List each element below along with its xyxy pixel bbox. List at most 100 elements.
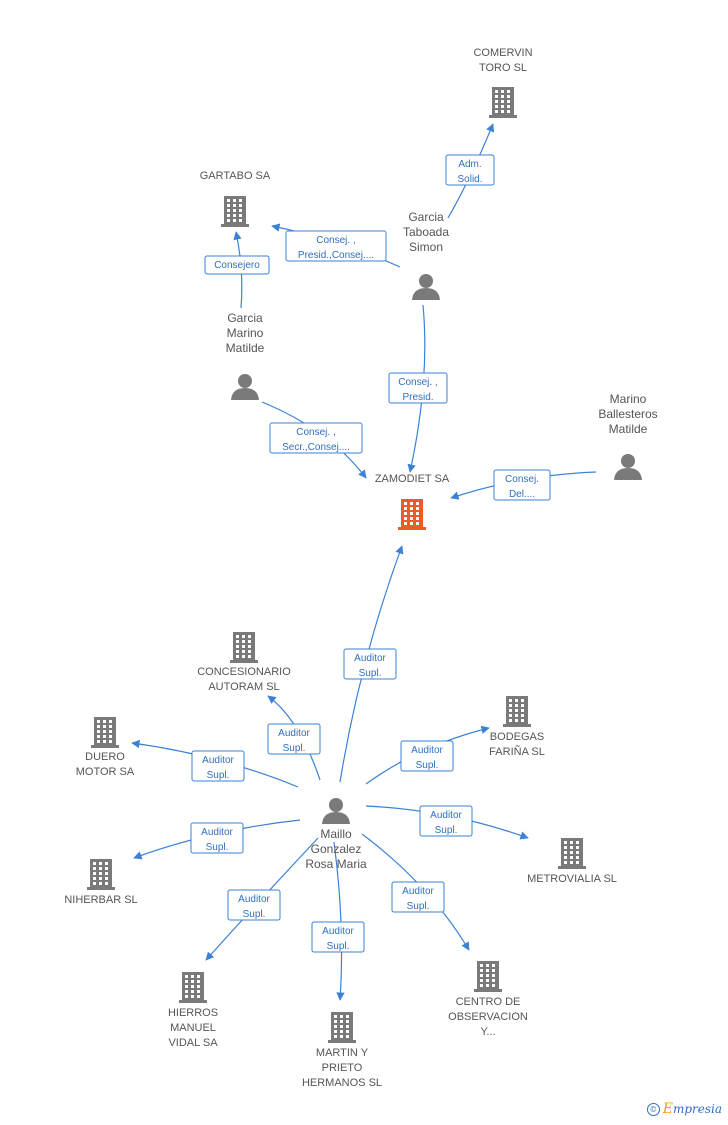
building-icon	[503, 696, 531, 727]
node-label-line: Maillo	[320, 827, 352, 841]
edge-label-box	[227, 889, 281, 921]
node-metrovialia[interactable]: METROVIALIA SL	[527, 838, 617, 885]
edge-labels-layer: Adm.Solid.Consej. ,Presid.,Consej....Con…	[190, 154, 551, 953]
edge-label-line: Auditor	[201, 827, 233, 838]
edge-label-box	[445, 154, 495, 186]
node-label-line: BODEGAS	[490, 731, 544, 743]
edge-label-garcia_marino-to-gartabo[interactable]: Consejero	[204, 255, 270, 275]
edge-label-garcia_marino-to-zamodiet[interactable]: Consej. ,Secr.,Consej....	[269, 422, 363, 454]
node-label-line: HERMANOS SL	[302, 1077, 382, 1089]
node-label-line: Ballesteros	[598, 407, 657, 421]
edge-label-line: Auditor	[238, 894, 270, 905]
building-icon	[230, 632, 258, 663]
node-niherbar[interactable]: NIHERBAR SL	[64, 859, 138, 906]
node-bodegas[interactable]: BODEGAS FARIÑA SL	[489, 696, 545, 758]
building-icon	[91, 717, 119, 748]
node-hierros[interactable]: HIERROS MANUEL VIDAL SA	[168, 972, 218, 1049]
node-label-line: CONCESIONARIO	[197, 666, 291, 678]
edge-label-box	[190, 822, 244, 854]
node-label-line: VIDAL SA	[168, 1037, 218, 1049]
person-icon	[231, 374, 259, 400]
person-icon	[322, 798, 350, 824]
node-label-line: NIHERBAR SL	[64, 894, 137, 906]
node-label-line: MANUEL	[170, 1022, 216, 1034]
node-label-line: Gonzalez	[311, 842, 362, 856]
edge-label-line: Consej. ,	[316, 235, 355, 246]
building-icon	[221, 196, 249, 227]
edge-label-line: Auditor	[354, 653, 386, 664]
empresia-logo[interactable]: ©Empresia	[646, 1101, 722, 1117]
node-label-line: Garcia	[227, 311, 263, 325]
node-label-line: Taboada	[403, 225, 449, 239]
edge-label-line: Supl.	[407, 901, 430, 912]
edge-label-line: Presid.,Consej....	[298, 250, 374, 261]
edge-label-garcia_taboada-to-gartabo[interactable]: Consej. , Presid.,Consej....	[285, 230, 387, 262]
node-label-line: PRIETO	[322, 1062, 363, 1074]
edge-label-line: Supl.	[283, 743, 306, 754]
edge-label-line: Auditor	[430, 810, 462, 821]
edge-label-box	[493, 469, 551, 501]
building-icon	[398, 499, 426, 530]
edge-label-box	[285, 230, 387, 262]
node-label-line: FARIÑA SL	[489, 745, 545, 758]
edge-label-line: Supl.	[206, 842, 229, 853]
edge-label-line: Auditor	[402, 886, 434, 897]
edge-label-line: Supl.	[416, 760, 439, 771]
node-label-line: Garcia	[408, 210, 444, 224]
node-label-line: Y...	[480, 1026, 495, 1038]
person-icon	[412, 274, 440, 300]
building-icon	[328, 1012, 356, 1043]
node-centro[interactable]: CENTRO DEOBSERVACIONY...	[448, 961, 528, 1038]
edge-label-line: Consej. ,	[398, 377, 437, 388]
node-label-line: DUERO	[85, 751, 125, 763]
node-label-line: METROVIALIA SL	[527, 873, 617, 885]
edge-label-box	[400, 740, 454, 772]
edge-label-line: Supl.	[243, 909, 266, 920]
node-zamodiet[interactable]: ZAMODIET SA	[375, 473, 450, 530]
copyright-icon: ©	[646, 1103, 660, 1116]
building-icon	[87, 859, 115, 890]
edge-label-box	[419, 805, 473, 837]
node-label-line: Marino	[227, 326, 264, 340]
node-label-line: GARTABO SA	[200, 170, 271, 182]
edge-label-garcia_taboada-to-zamodiet[interactable]: Consej. ,Presid.	[388, 372, 448, 404]
edge-label-garcia_taboada-to-comervin[interactable]: Adm.Solid.	[445, 154, 495, 186]
node-label-line: ZAMODIET SA	[375, 473, 450, 485]
node-label-line: Rosa Maria	[305, 857, 367, 871]
building-icon	[179, 972, 207, 1003]
edge-label-line: Secr.,Consej....	[282, 442, 350, 453]
edge-label-marino_ballesteros-to-zamodiet[interactable]: Consej.Del....	[493, 469, 551, 501]
brand-name: mpresia	[672, 1102, 722, 1116]
building-icon	[474, 961, 502, 992]
edge-label-line: Adm.	[458, 159, 481, 170]
edge-label-line: Auditor	[322, 926, 354, 937]
node-label-line: Simon	[409, 240, 443, 254]
node-label-line: HIERROS	[168, 1007, 218, 1019]
building-icon	[489, 87, 517, 118]
edge-label-line: Auditor	[278, 728, 310, 739]
edge-label-box	[391, 881, 445, 913]
node-gartabo[interactable]: GARTABO SA	[200, 170, 271, 227]
edge-label-line: Auditor	[202, 755, 234, 766]
edge-label-line: Supl.	[207, 770, 230, 781]
edge-label-line: Supl.	[435, 825, 458, 836]
